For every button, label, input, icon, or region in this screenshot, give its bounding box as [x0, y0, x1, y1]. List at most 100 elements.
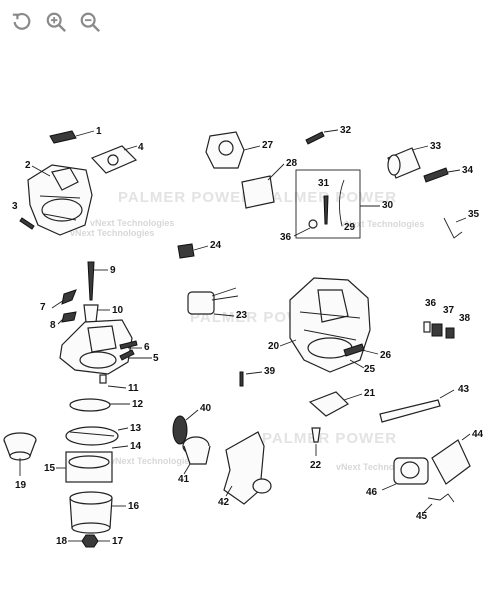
callout-label: 11: [128, 383, 139, 394]
callout-label: 17: [112, 536, 124, 547]
callout-label: 36: [280, 232, 292, 243]
throttle-body-part: [205, 131, 245, 169]
callout-label: 19: [15, 480, 27, 491]
plate-part: [308, 391, 349, 417]
callout-label: 44: [472, 429, 484, 440]
callout-label: 37: [443, 305, 455, 316]
callout-label: 41: [178, 474, 190, 485]
callout-label: 45: [416, 511, 428, 522]
spring-clip-part: [427, 493, 455, 503]
needle-part: [87, 261, 95, 301]
zoom-out-button[interactable]: [78, 10, 102, 34]
callout-label: 24: [210, 240, 222, 251]
fitting-part: [445, 327, 455, 339]
bracket-part: [49, 130, 77, 144]
needle-part: [323, 195, 329, 225]
rotate-button[interactable]: [10, 10, 34, 34]
watermark: PALMER POWER: [262, 430, 397, 447]
callout-label: 25: [364, 364, 376, 375]
fuel-bowl-part: [69, 491, 113, 534]
callout-label: 21: [364, 388, 376, 399]
pump-body-part: [393, 457, 429, 485]
watermark-sub: vNext Technologies: [110, 456, 194, 466]
callout-label: 27: [262, 140, 274, 151]
seat-part: [83, 304, 99, 323]
callout-label: 26: [380, 350, 392, 361]
callout-label: 39: [264, 366, 276, 377]
callout-label: 18: [56, 536, 68, 547]
zoom-in-icon: [46, 12, 67, 33]
callout-label: 38: [459, 313, 471, 324]
viewer-toolbar: [10, 10, 102, 34]
o-ring-part: [69, 398, 111, 412]
fitting-part: [423, 167, 449, 183]
watermark-sub: vNext Technologies: [90, 218, 174, 228]
rotate-icon: [12, 12, 31, 30]
zoom-out-icon: [80, 12, 101, 33]
callout-label: 35: [468, 209, 480, 220]
callout-label: 28: [286, 158, 298, 169]
callout-label: 6: [144, 342, 150, 353]
callout-label: 32: [340, 125, 352, 136]
nut-part: [81, 534, 99, 548]
callout-label: 16: [128, 501, 140, 512]
callout-label: 20: [268, 341, 280, 352]
pin-part: [239, 371, 244, 387]
callout-label: 14: [130, 441, 142, 452]
callout-label: 15: [44, 463, 56, 474]
watermark-sub: vNext Technologies: [340, 219, 424, 229]
callout-label: 23: [236, 310, 248, 321]
callout-label: 33: [430, 141, 442, 152]
gasket-part: [431, 439, 471, 485]
solenoid-part: [187, 287, 239, 315]
watermark-sub: vNext Technologies: [70, 228, 154, 238]
spring-part: [61, 289, 77, 305]
callout-label: 1: [96, 126, 102, 137]
gasket-part: [65, 426, 119, 446]
callout-label: 36: [425, 298, 437, 309]
pin-part: [305, 131, 325, 145]
fitting-part: [99, 374, 107, 384]
flange-part: [182, 436, 211, 465]
pin-part: [61, 311, 77, 323]
washer-part: [308, 219, 318, 229]
callout-label: 3: [12, 201, 18, 212]
clip-part: [443, 217, 463, 239]
carburetor-body-lower: [59, 319, 133, 375]
callout-label: 46: [366, 487, 378, 498]
callout-labels: 1 2 3 4 5 6 7 8 9 10 11 12 13 14 15 16 1…: [12, 125, 484, 547]
callout-label: 43: [458, 384, 470, 395]
screw-part: [119, 349, 135, 361]
callout-label: 31: [318, 178, 330, 189]
carburetor-assembly-main: [289, 277, 371, 373]
jet-part: [311, 427, 321, 443]
callout-label: 4: [138, 142, 144, 153]
callout-label: 5: [153, 353, 159, 364]
callout-label: 2: [25, 160, 31, 171]
callout-label: 8: [50, 320, 56, 331]
watermark: PALMER POWER: [262, 189, 397, 206]
spring-part: [119, 340, 138, 350]
callout-label: 29: [344, 222, 356, 233]
callout-label: 22: [310, 460, 322, 471]
link-part: [379, 399, 441, 423]
kit-bracket-outline: [295, 169, 361, 239]
callout-label: 34: [462, 165, 474, 176]
zoom-in-button[interactable]: [44, 10, 68, 34]
fuel-pump-part: [387, 147, 421, 179]
watermark-sub: vNext Technologies: [336, 462, 420, 472]
fitting-part: [431, 323, 443, 337]
gear-part: [172, 415, 188, 445]
callout-label: 10: [112, 305, 124, 316]
elbow-fitting-part: [177, 243, 195, 259]
washer-part: [423, 321, 431, 333]
callout-label: 13: [130, 423, 142, 434]
callout-label: 40: [200, 403, 212, 414]
screw-part: [343, 343, 365, 357]
filter-cup-part: [3, 432, 37, 461]
mounting-bracket-part: [223, 431, 265, 505]
screw-part: [19, 217, 35, 230]
callout-label: 30: [382, 200, 394, 211]
carburetor-assembly-upper: [27, 164, 93, 236]
callout-label: 42: [218, 497, 230, 508]
